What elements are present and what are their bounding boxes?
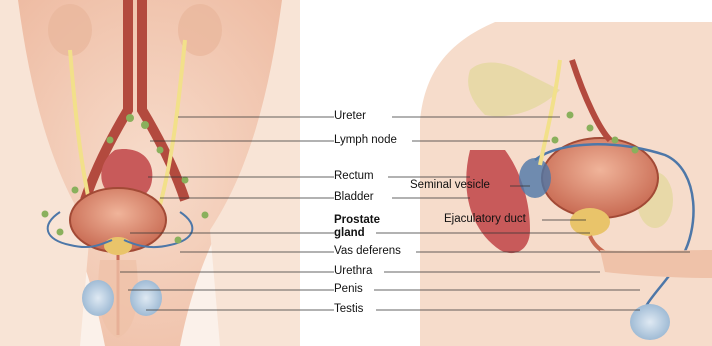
label-rectum: Rectum bbox=[334, 170, 374, 183]
label-prostate-line1: Prostate bbox=[334, 214, 380, 227]
label-prostate-line2: gland bbox=[334, 227, 365, 240]
sagittal-view bbox=[420, 0, 712, 346]
label-urethra: Urethra bbox=[334, 265, 372, 278]
label-lymph-node: Lymph node bbox=[334, 134, 397, 147]
label-seminal-vesicle: Seminal vesicle bbox=[410, 179, 490, 192]
prostate-side bbox=[570, 208, 610, 236]
prostate-front bbox=[104, 237, 132, 255]
testis-right bbox=[130, 280, 162, 316]
seminal-vesicle bbox=[519, 158, 551, 198]
label-bladder: Bladder bbox=[334, 191, 374, 204]
label-ureter: Ureter bbox=[334, 110, 366, 123]
label-penis: Penis bbox=[334, 283, 363, 296]
label-vas-deferens: Vas deferens bbox=[334, 245, 401, 258]
label-ejaculatory-duct: Ejaculatory duct bbox=[444, 213, 526, 226]
testis-left bbox=[82, 280, 114, 316]
kidney-left bbox=[48, 4, 92, 56]
frontal-view bbox=[0, 0, 300, 346]
testis-side bbox=[630, 304, 670, 340]
label-testis: Testis bbox=[334, 303, 363, 316]
bladder-side bbox=[542, 138, 658, 218]
